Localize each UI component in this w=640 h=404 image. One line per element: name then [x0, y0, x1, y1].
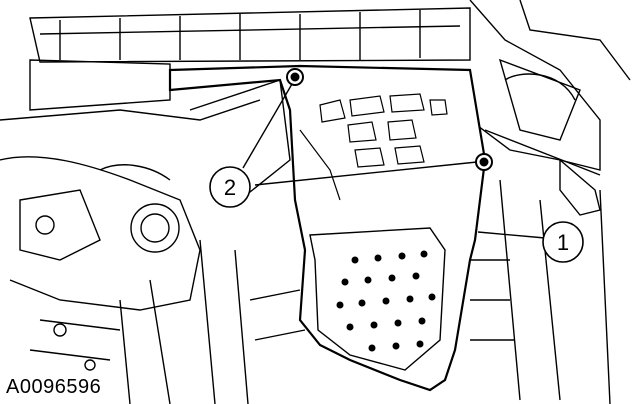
leader-lines [242, 83, 546, 239]
retaining-nut-right [475, 153, 493, 171]
callout-1: 1 [542, 221, 584, 263]
figure-id: A0096596 [6, 376, 102, 398]
shield-hole-pattern [336, 250, 436, 352]
retaining-nut-left [286, 68, 304, 86]
callout-1-number: 1 [557, 230, 569, 255]
callout-2-number: 2 [224, 175, 236, 200]
callout-2: 2 [209, 166, 251, 208]
